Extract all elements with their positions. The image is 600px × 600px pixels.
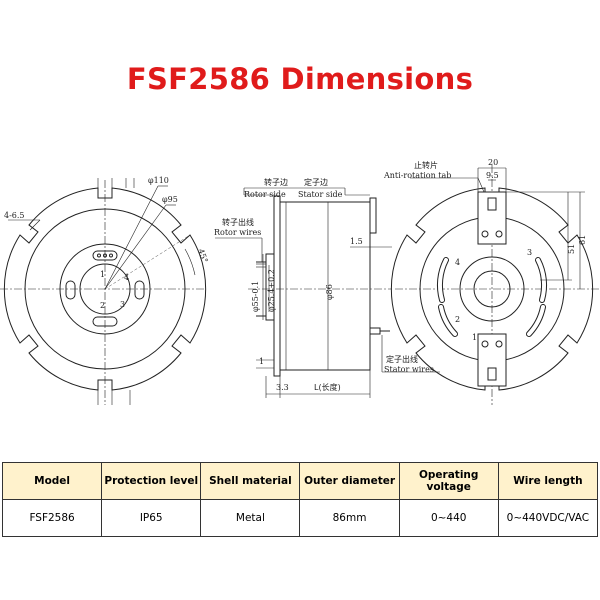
side-stator-en: Stator side <box>298 190 343 199</box>
side-stator-cn: 定子边 <box>304 177 328 187</box>
left-dia-outer: φ110 <box>148 176 169 185</box>
table-row: FSF2586 IP65 Metal 86mm 0~440 0~440VDC/V… <box>1 499 599 537</box>
side-length: L(长度) <box>314 382 341 392</box>
cell-voltage: 0~440 <box>398 499 499 537</box>
left-num-2: 2 <box>100 301 105 310</box>
left-view <box>0 178 207 405</box>
right-dim-tab-inner: 9.5 <box>486 171 499 180</box>
header-protection: Protection level <box>101 462 202 500</box>
header-voltage: Operating voltage <box>398 462 499 500</box>
table-header-row: Model Protection level Shell material Ou… <box>1 462 599 500</box>
side-rotor-wires-cn: 转子出线 <box>222 217 254 227</box>
left-num-1: 1 <box>100 270 105 279</box>
side-rotor-wires-en: Rotor wires <box>214 228 261 237</box>
right-num-4: 4 <box>455 258 460 267</box>
left-num-4: 4 <box>124 273 129 282</box>
left-num-3: 3 <box>120 300 125 309</box>
side-stator-wires-en: Stator wires <box>384 365 434 374</box>
page-title: FSF2586 Dimensions <box>126 62 474 96</box>
left-dia-hole: φ95 <box>162 195 178 204</box>
right-tab-en: Anti-rotation tab <box>383 171 451 180</box>
cell-protection: IP65 <box>101 499 202 537</box>
side-dim-flange: 1.5 <box>350 237 363 246</box>
right-view <box>390 165 600 405</box>
header-diameter: Outer diameter <box>299 462 400 500</box>
side-view <box>215 187 440 398</box>
side-stator-wires-cn: 定子出线 <box>386 354 418 364</box>
side-rotor-en: Rotor side <box>244 190 286 199</box>
cell-shell: Metal <box>200 499 301 537</box>
side-dia-body: φ86 <box>325 284 334 300</box>
right-num-1: 1 <box>472 333 477 342</box>
cell-wire-length: 0~440VDC/VAC <box>497 499 599 537</box>
right-dim-tab-width: 20 <box>488 158 498 167</box>
cell-model: FSF2586 <box>1 499 103 537</box>
side-dia-fit: φ55-0.1 <box>251 281 260 312</box>
right-dim-61: 61 <box>578 235 587 245</box>
dimension-drawing: φ110 φ95 4-6.5 45° 1 2 3 4 <box>0 158 600 405</box>
header-shell: Shell material <box>200 462 301 500</box>
right-tab-cn: 止转片 <box>414 160 438 170</box>
side-rotor-cn: 转子边 <box>264 177 288 187</box>
right-dim-51: 51 <box>567 244 576 254</box>
header-model: Model <box>1 462 103 500</box>
left-slot-dim: 4-6.5 <box>4 211 25 220</box>
side-dia-bore: φ25.4+0.2 <box>267 269 276 312</box>
left-angle: 45° <box>196 248 209 264</box>
right-num-3: 3 <box>527 248 532 257</box>
side-dim-thickness: 3.3 <box>276 383 289 392</box>
right-num-2: 2 <box>455 315 460 324</box>
spec-table: Model Protection level Shell material Ou… <box>1 462 599 537</box>
side-dim-base: 1 <box>259 357 264 366</box>
cell-diameter: 86mm <box>299 499 400 537</box>
header-wire-length: Wire length <box>497 462 599 500</box>
